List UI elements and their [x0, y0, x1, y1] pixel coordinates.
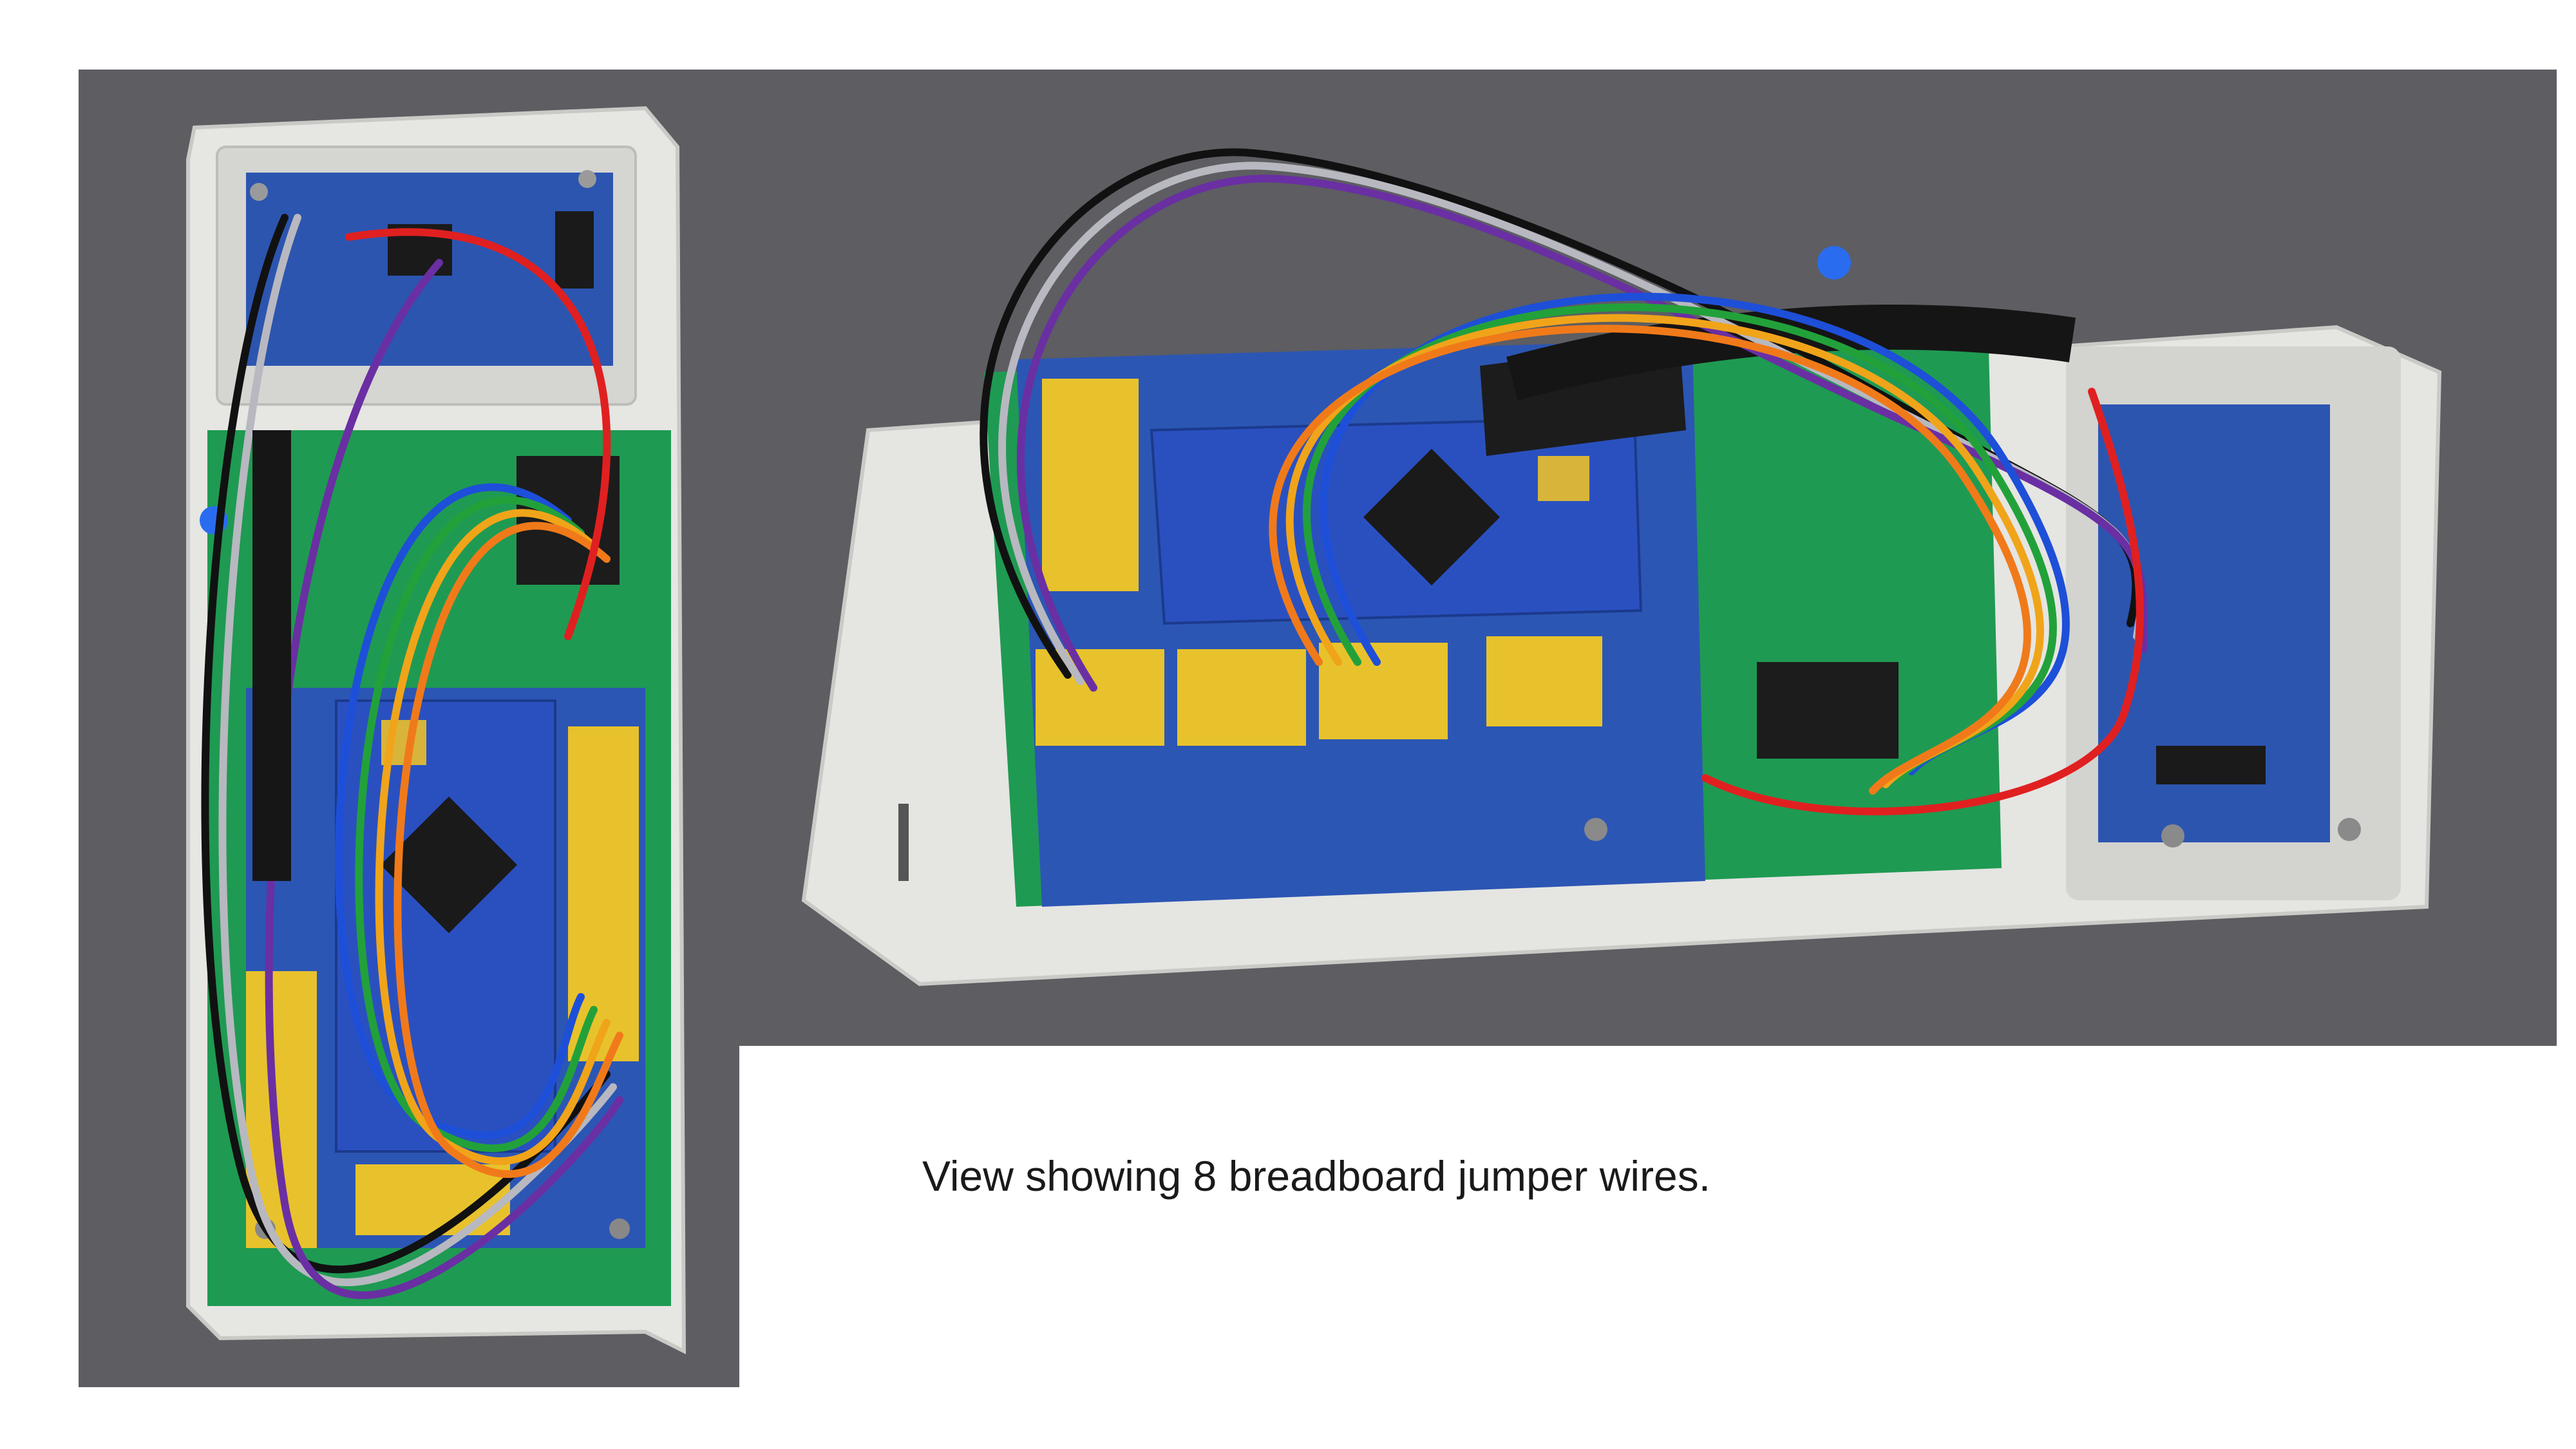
top-view-image — [186, 106, 687, 1354]
blue-led — [1817, 246, 1851, 279]
header-block-4 — [1486, 636, 1602, 726]
nano-mcu — [380, 796, 518, 934]
image-caption: View showing 8 breadboard jumper wires. — [922, 1152, 1711, 1200]
header-column-left — [1042, 379, 1139, 591]
nano-mcu — [1363, 448, 1501, 586]
jumper-wires — [980, 148, 2148, 815]
header-block-2 — [1177, 649, 1306, 746]
photo-top-view — [79, 70, 739, 1387]
arduino-nano — [335, 699, 556, 1153]
angled-view-image — [801, 148, 2442, 987]
sensor-chip — [2156, 746, 2266, 784]
jumper-wires — [201, 214, 623, 1300]
dc-jack-2 — [1757, 662, 1899, 759]
photo-angled-view — [739, 70, 2557, 1046]
usb-port — [1538, 456, 1589, 501]
sensor-chip-2 — [555, 211, 594, 289]
header-block-1 — [1036, 649, 1164, 746]
